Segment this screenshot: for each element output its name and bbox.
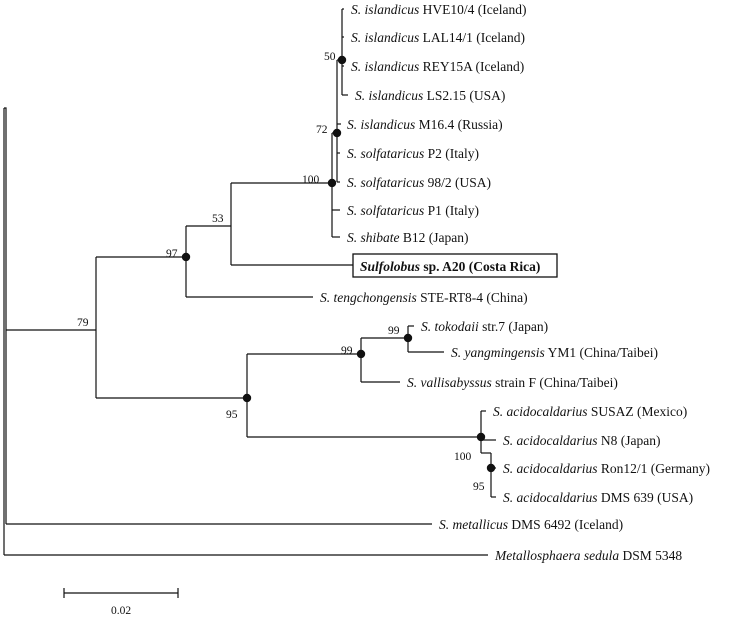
node-dot-97 <box>181 252 191 262</box>
bootstrap-100a: 100 <box>302 174 320 186</box>
taxon-label: S. yangmingensis YM1 (China/Taibei) <box>451 345 658 360</box>
bootstrap-95b: 95 <box>473 481 485 493</box>
node-dot-99b <box>356 349 366 359</box>
taxon-label: S. acidocaldarius SUSAZ (Mexico) <box>493 404 687 419</box>
taxon-label: Metallosphaera sedula DSM 5348 <box>494 548 682 563</box>
highlight-box <box>352 253 558 278</box>
taxon-label: S. solfataricus P1 (Italy) <box>347 203 479 218</box>
taxon-labels: S. islandicus HVE10/4 (Iceland) S. islan… <box>320 2 710 563</box>
scale-bar: 0.02 <box>63 588 179 617</box>
scale-bar-label: 0.02 <box>111 605 131 617</box>
scale-bar-line <box>63 588 179 598</box>
taxon-label: S. acidocaldarius N8 (Japan) <box>503 433 660 448</box>
taxon-label: S. solfataricus P2 (Italy) <box>347 146 479 161</box>
branch-ingroup <box>4 107 7 524</box>
node-dot-100a <box>327 178 337 188</box>
taxon-label: S. metallicus DMS 6492 (Iceland) <box>439 517 623 532</box>
bootstrap-53: 53 <box>212 213 224 225</box>
bootstrap-95a: 95 <box>226 409 238 421</box>
node-dot-72 <box>332 128 342 138</box>
taxon-label-highlighted: Sulfolobus sp. A20 (Costa Rica) <box>360 259 540 274</box>
taxon-label: S. islandicus LAL14/1 (Iceland) <box>351 30 525 45</box>
taxon-label: S. solfataricus 98/2 (USA) <box>347 175 491 190</box>
taxon-label: S. islandicus REY15A (Iceland) <box>351 59 524 74</box>
bootstrap-50: 50 <box>324 51 336 63</box>
node-dot-99a <box>403 333 413 343</box>
bootstrap-99b: 99 <box>341 345 353 357</box>
taxon-label: S. islandicus HVE10/4 (Iceland) <box>351 2 526 17</box>
node-dot-50 <box>337 55 347 65</box>
node-dot-95b <box>486 463 496 473</box>
bootstrap-72: 72 <box>316 124 328 136</box>
taxon-label: S. tokodaii str.7 (Japan) <box>421 319 548 334</box>
bootstrap-97: 97 <box>166 248 178 260</box>
node-dot-100b <box>476 432 486 442</box>
taxon-label: S. shibate B12 (Japan) <box>347 230 468 245</box>
taxon-label: S. tengchongensis STE-RT8-4 (China) <box>320 290 528 305</box>
taxon-label: S. vallisabyssus strain F (China/Taibei) <box>407 375 618 390</box>
taxon-label: S. islandicus LS2.15 (USA) <box>355 88 505 103</box>
bootstrap-79: 79 <box>77 317 89 329</box>
node-markers <box>181 55 496 473</box>
taxon-label: S. acidocaldarius DMS 639 (USA) <box>503 490 693 505</box>
bootstrap-values: 50 72 100 53 97 79 99 99 95 100 95 <box>77 51 485 493</box>
bootstrap-100b: 100 <box>454 451 472 463</box>
taxon-label: S. islandicus M16.4 (Russia) <box>347 117 503 132</box>
node-dot-95a <box>242 393 252 403</box>
bootstrap-99a: 99 <box>388 325 400 337</box>
taxon-label: S. acidocaldarius Ron12/1 (Germany) <box>503 461 710 476</box>
